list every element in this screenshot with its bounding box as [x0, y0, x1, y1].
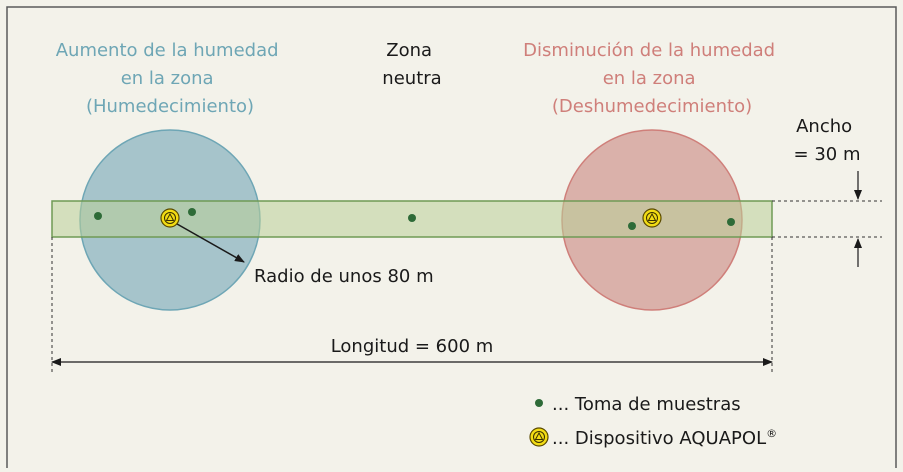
sample-dot-icon	[727, 218, 735, 226]
legend-sampling-label: ... Toma de muestras	[552, 394, 741, 415]
sample-dot-icon	[408, 214, 416, 222]
sample-dot-icon	[628, 222, 636, 230]
sample-dot-icon	[188, 208, 196, 216]
radius-label: Radio de unos 80 m	[254, 266, 434, 287]
width-label: Ancho = 30 m	[794, 116, 861, 165]
aquapol-device-icon	[160, 208, 180, 228]
aquapol-device-icon	[642, 208, 662, 228]
dehumidification-zone-heading: Disminución de la humedad en la zona (De…	[523, 40, 781, 117]
radius-arrow	[169, 219, 245, 263]
legend-device-label: ... Dispositivo AQUAPOL®	[552, 427, 777, 449]
sample-dot-icon	[94, 212, 102, 220]
length-label: Longitud = 600 m	[331, 336, 494, 357]
humidification-zone-heading: Aumento de la humedad en la zona (Humede…	[56, 40, 285, 117]
legend-sample-dot-icon	[535, 399, 543, 407]
legend-aquapol-device-icon	[529, 427, 549, 447]
neutral-zone-heading: Zona neutra	[382, 40, 441, 89]
